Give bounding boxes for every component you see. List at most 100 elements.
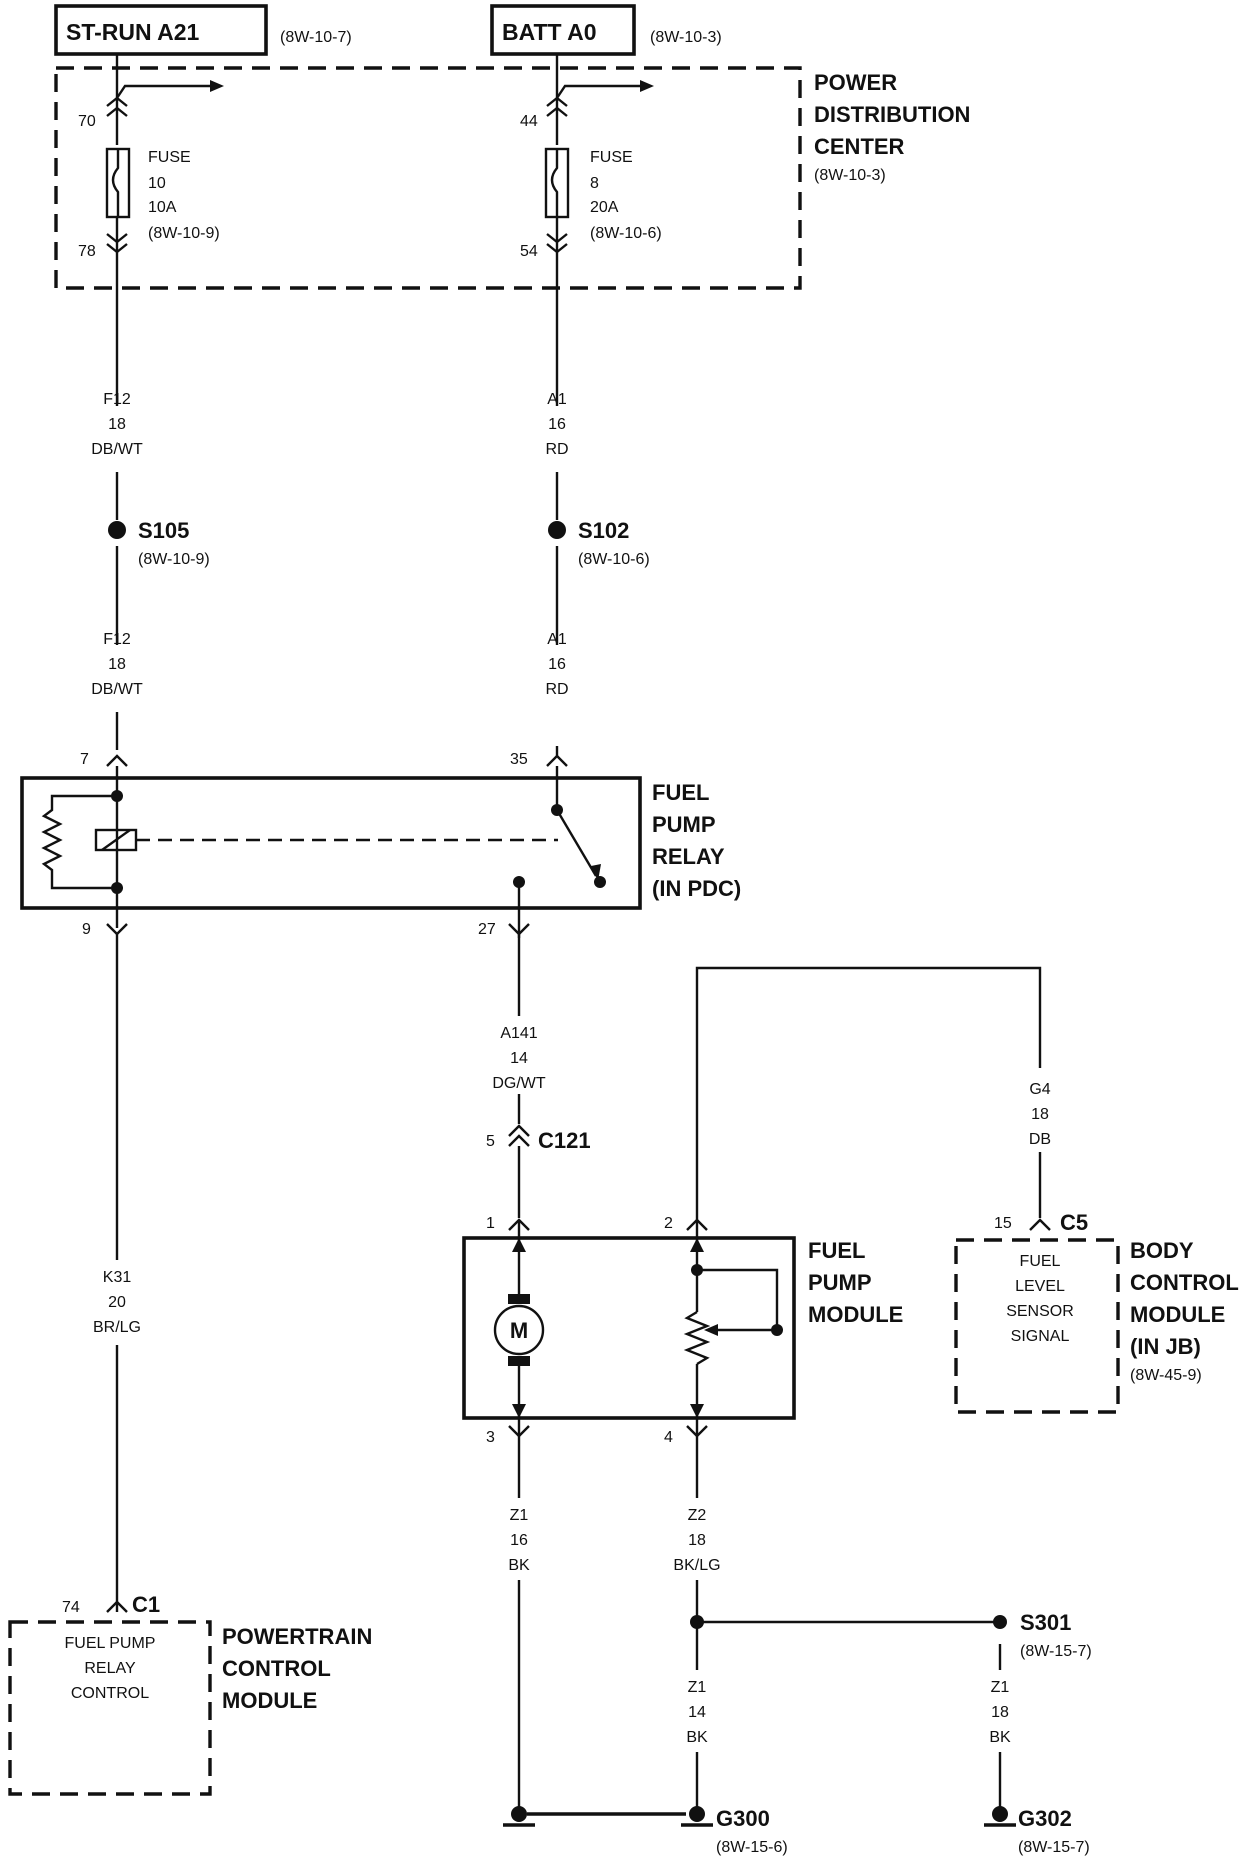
- pump-pin-4: 4: [664, 1429, 673, 1446]
- ground-label: G300: [716, 1806, 770, 1831]
- wire-circuit: A1: [547, 391, 567, 408]
- wire-color: BK: [989, 1729, 1011, 1746]
- wire-circuit: A141: [500, 1025, 537, 1042]
- splice-ref: (8W-10-9): [138, 551, 210, 568]
- fuse10-label-1: FUSE: [148, 149, 191, 166]
- splice-label: S102: [578, 518, 629, 543]
- pcm-connector: C1: [132, 1592, 160, 1617]
- wire-label-k31: K31 20 BR/LG: [93, 1269, 141, 1336]
- wire-gauge: 14: [688, 1704, 706, 1721]
- wire-circuit: F12: [103, 631, 131, 648]
- relay-pin-7: 7: [80, 751, 89, 768]
- wire-label-f12-upper: F12 18 DB/WT: [91, 391, 143, 458]
- pcm-title-2: CONTROL: [222, 1656, 331, 1681]
- fuel-pump-relay: 7 35 9 27 FUEL PUMP RELAY (IN PDC): [20, 746, 741, 938]
- wire-color: RD: [545, 681, 568, 698]
- wire-circuit: F12: [103, 391, 131, 408]
- bcm-connector: C5: [1060, 1210, 1088, 1235]
- pump-pin-2: 2: [664, 1215, 673, 1232]
- wire-color: DB: [1029, 1131, 1051, 1148]
- wire-circuit: G4: [1029, 1081, 1050, 1098]
- pdc-title-2: DISTRIBUTION: [814, 102, 970, 127]
- fuse8-pin-in: 44: [520, 113, 538, 130]
- fuse8-label-3: 20A: [590, 199, 619, 216]
- motor-symbol: M: [510, 1318, 528, 1343]
- pump-title-2: PUMP: [808, 1270, 872, 1295]
- splice-s105: S105 (8W-10-9): [108, 518, 210, 568]
- wire-circuit: A1: [547, 631, 567, 648]
- wire-label-a1-upper: A1 16 RD: [545, 391, 568, 458]
- wire-color: RD: [545, 441, 568, 458]
- fuse10-pin-out: 78: [78, 243, 96, 260]
- connector-c121: 5 C121: [486, 1124, 591, 1153]
- bcm-pin: 15: [994, 1215, 1012, 1232]
- wire-label-g4: G4 18 DB: [1029, 1081, 1051, 1148]
- relay-pin-9: 9: [82, 921, 91, 938]
- fuse8-label-1: FUSE: [590, 149, 633, 166]
- wire-color: DB/WT: [91, 441, 143, 458]
- relay-title-1: FUEL: [652, 780, 709, 805]
- st-run-source: ST-RUN A21 (8W-10-7): [54, 4, 352, 56]
- pdc-ref: (8W-10-3): [814, 167, 886, 184]
- splice-s102: S102 (8W-10-6): [548, 518, 650, 568]
- wire-gauge: 16: [548, 416, 566, 433]
- batt-label: BATT A0: [502, 19, 597, 45]
- fuse8-label-2: 8: [590, 175, 599, 192]
- splice-ref: (8W-10-6): [578, 551, 650, 568]
- wire-gauge: 18: [991, 1704, 1009, 1721]
- wire-color: DB/WT: [91, 681, 143, 698]
- pump-pin-1: 1: [486, 1215, 495, 1232]
- wire-label-z1-16: Z1 16 BK: [508, 1507, 530, 1574]
- pcm-title-1: POWERTRAIN: [222, 1624, 372, 1649]
- wire-gauge: 20: [108, 1294, 126, 1311]
- relay-title-4: (IN PDC): [652, 876, 741, 901]
- bcm-title-2: CONTROL: [1130, 1270, 1239, 1295]
- bcm-inner-2: LEVEL: [1015, 1278, 1065, 1295]
- wire-gauge: 18: [688, 1532, 706, 1549]
- bcm-title-4: (IN JB): [1130, 1334, 1201, 1359]
- wire-circuit: Z1: [688, 1679, 707, 1696]
- pump-title-1: FUEL: [808, 1238, 865, 1263]
- splice-s301: S301 (8W-15-7): [993, 1610, 1092, 1660]
- splice-label: S301: [1020, 1610, 1071, 1635]
- wire-color: BR/LG: [93, 1319, 141, 1336]
- wire-label-a141: A141 14 DG/WT: [492, 1025, 546, 1092]
- pump-title-3: MODULE: [808, 1302, 903, 1327]
- bcm-inner-1: FUEL: [1020, 1253, 1061, 1270]
- pcm-title-3: MODULE: [222, 1688, 317, 1713]
- fuse-8: 44 54 FUSE 8 20A (8W-10-6): [520, 96, 662, 260]
- power-distribution-center: POWER DISTRIBUTION CENTER (8W-10-3): [54, 66, 970, 290]
- batt-source: BATT A0 (8W-10-3): [490, 4, 722, 56]
- relay-title-3: RELAY: [652, 844, 725, 869]
- wire-color: BK/LG: [673, 1557, 720, 1574]
- pcm-inner-2: RELAY: [84, 1660, 136, 1677]
- wire-gauge: 18: [1031, 1106, 1049, 1123]
- fuse-10: 70 78 FUSE 10 10A (8W-10-9): [78, 96, 220, 260]
- bcm-title-3: MODULE: [1130, 1302, 1225, 1327]
- splice-ref: (8W-15-7): [1020, 1643, 1092, 1660]
- wire-color: BK: [508, 1557, 530, 1574]
- wire-circuit: K31: [103, 1269, 132, 1286]
- pcm-inner-1: FUEL PUMP: [65, 1635, 156, 1652]
- wire-label-f12-lower: F12 18 DB/WT: [91, 631, 143, 698]
- wire-circuit: Z2: [688, 1507, 707, 1524]
- relay-title-2: PUMP: [652, 812, 716, 837]
- wire-gauge: 18: [108, 656, 126, 673]
- wire-circuit: Z1: [510, 1507, 529, 1524]
- wire-gauge: 16: [510, 1532, 528, 1549]
- fuse10-label-4: (8W-10-9): [148, 225, 220, 242]
- ground-ref: (8W-15-7): [1018, 1839, 1090, 1856]
- c121-label: C121: [538, 1128, 591, 1153]
- bcm-inner-4: SIGNAL: [1011, 1328, 1070, 1345]
- ground-label: G302: [1018, 1806, 1072, 1831]
- fuse8-label-4: (8W-10-6): [590, 225, 662, 242]
- fuel-pump-module: 1 2 M 3 4 FUEL PUMP MODULE: [462, 1215, 903, 1446]
- ground-g302: G302 (8W-15-7): [984, 1806, 1090, 1856]
- pdc-title-1: POWER: [814, 70, 897, 95]
- relay-pin-27: 27: [478, 921, 496, 938]
- pcm-pin: 74: [62, 1599, 80, 1616]
- wire-gauge: 16: [548, 656, 566, 673]
- wire-color: BK: [686, 1729, 708, 1746]
- bcm-inner-3: SENSOR: [1006, 1303, 1074, 1320]
- fuse10-label-2: 10: [148, 175, 166, 192]
